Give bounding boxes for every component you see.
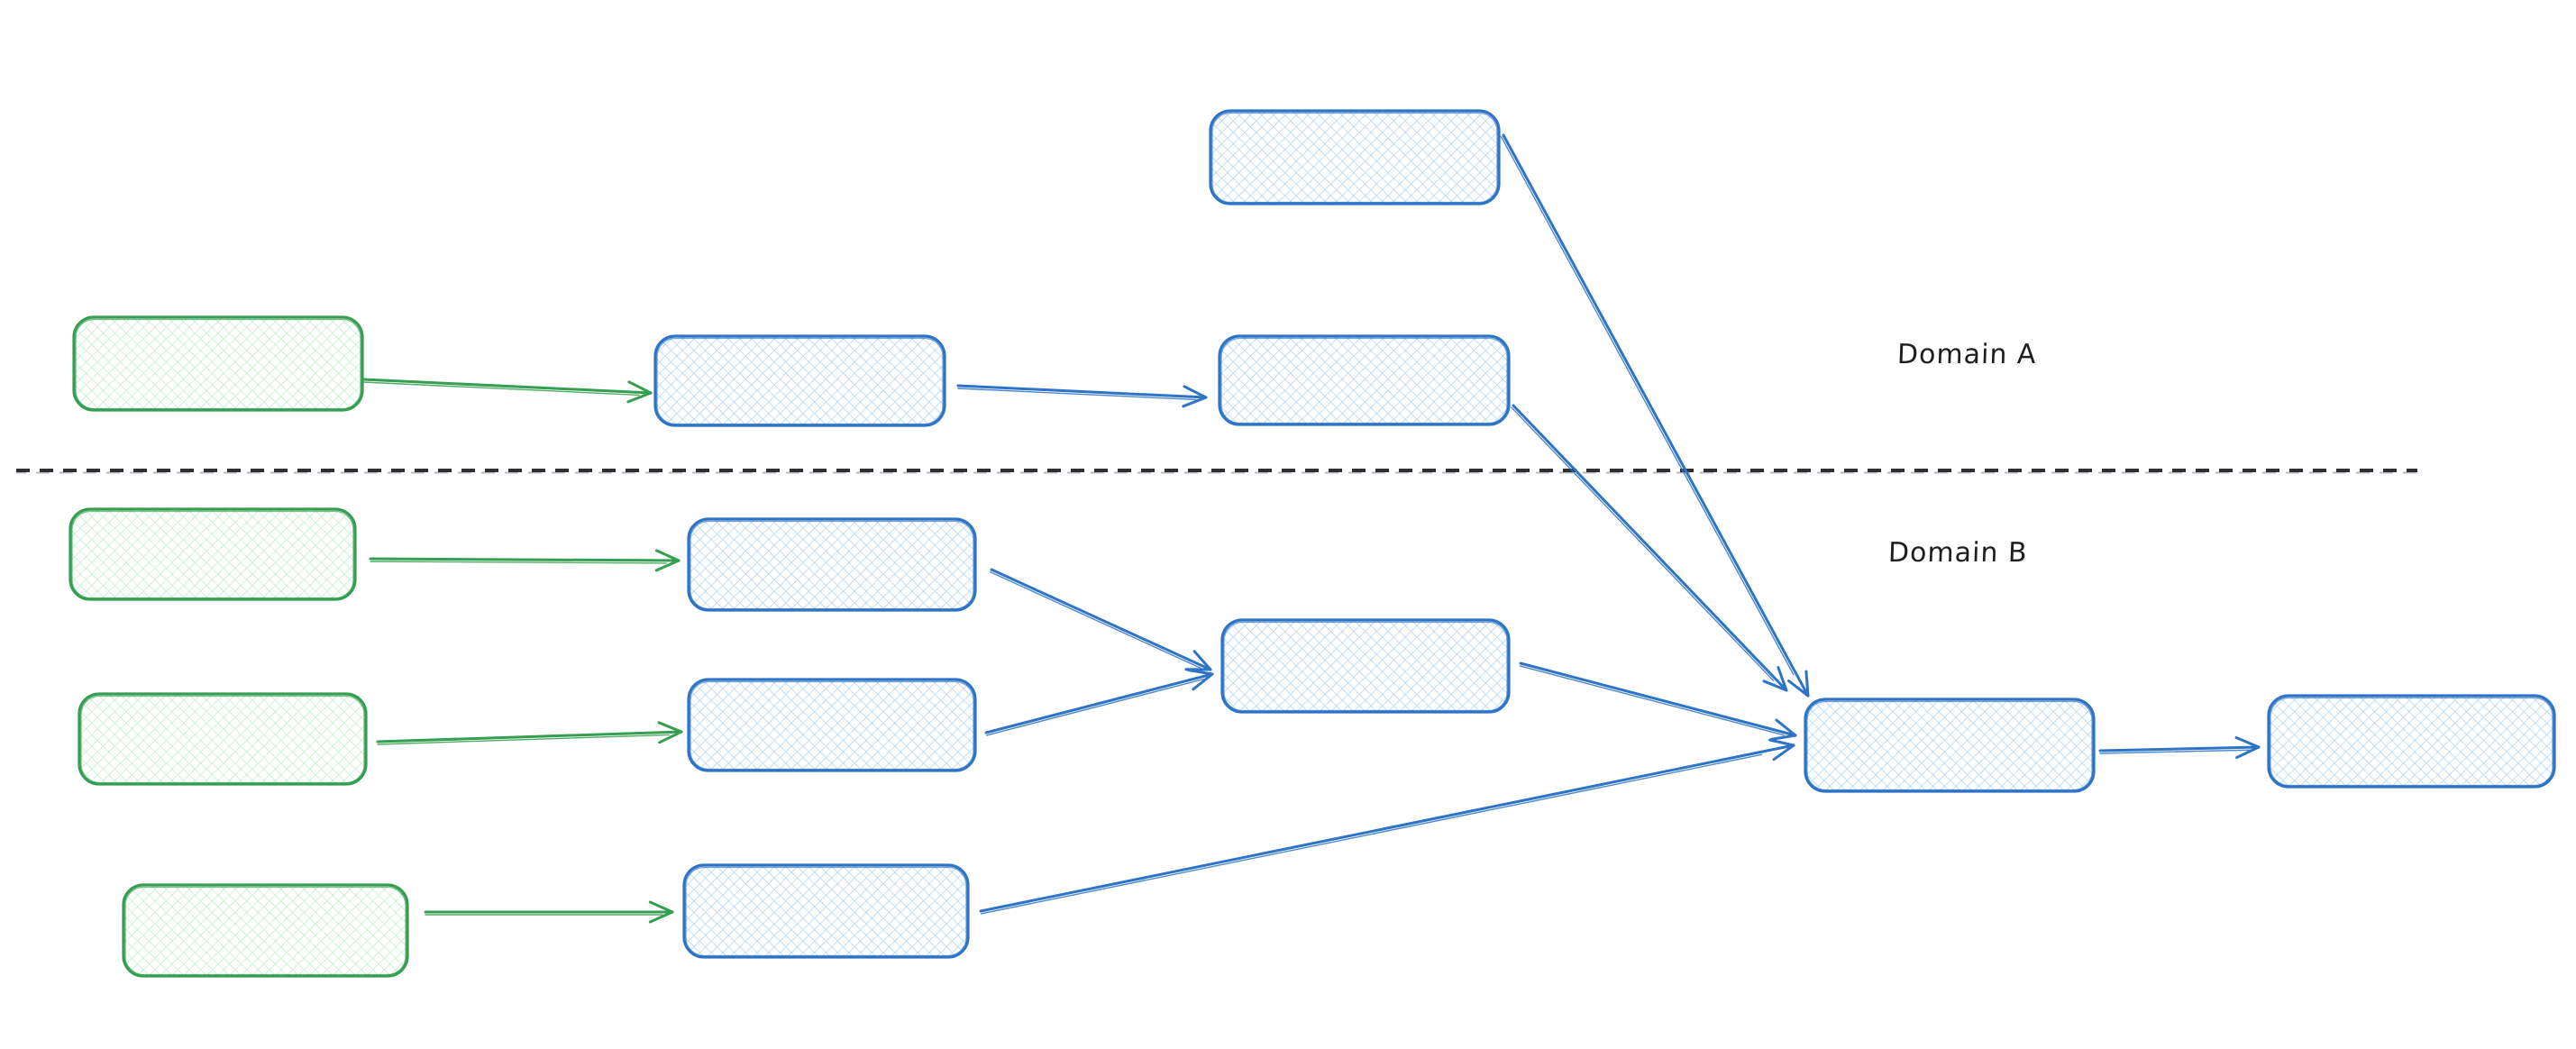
node-domain-b-source-3[interactable] — [122, 883, 409, 978]
node-domain-a-stage-2[interactable] — [1218, 334, 1511, 426]
node-sink[interactable] — [1804, 698, 2096, 793]
edge-domain-b-source-1-to-domain-b-stage-1[interactable] — [369, 549, 681, 572]
edge-sink-to-output[interactable] — [2098, 736, 2261, 760]
edge-domain-a-stage-2-to-sink[interactable] — [1511, 404, 1788, 692]
domain-divider-dashed-line[interactable] — [16, 469, 2417, 474]
edge-domain-a-source-to-domain-a-stage-1[interactable] — [361, 378, 653, 404]
edge-domain-b-merge-to-sink[interactable] — [1519, 661, 1797, 741]
node-domain-b-source-1[interactable] — [69, 507, 357, 601]
node-top-source[interactable] — [1209, 109, 1501, 205]
node-domain-b-stage-2[interactable] — [687, 678, 977, 772]
node-output[interactable] — [2267, 694, 2556, 789]
node-domain-b-source-2[interactable] — [78, 692, 368, 786]
edge-domain-b-stage-2-to-domain-b-merge[interactable] — [984, 669, 1214, 736]
edge-top-source-to-sink[interactable] — [1500, 133, 1810, 698]
edge-domain-b-stage-1-to-domain-b-merge[interactable] — [990, 568, 1212, 671]
label-domain-a: Domain A — [1896, 339, 2038, 370]
node-domain-b-stage-1[interactable] — [687, 517, 977, 612]
node-domain-b-stage-3[interactable] — [682, 863, 970, 959]
edge-domain-b-source-3-to-domain-b-stage-3[interactable] — [424, 900, 674, 924]
node-domain-a-stage-1[interactable] — [653, 334, 946, 427]
edge-domain-a-stage-1-to-domain-a-stage-2[interactable] — [956, 384, 1208, 408]
edge-domain-b-stage-3-to-sink[interactable] — [979, 738, 1795, 915]
label-domain-b: Domain B — [1887, 537, 2029, 569]
node-domain-b-merge[interactable] — [1220, 618, 1511, 714]
node-domain-a-source[interactable] — [72, 315, 364, 412]
edge-domain-b-source-2-to-domain-b-stage-2[interactable] — [376, 721, 683, 745]
